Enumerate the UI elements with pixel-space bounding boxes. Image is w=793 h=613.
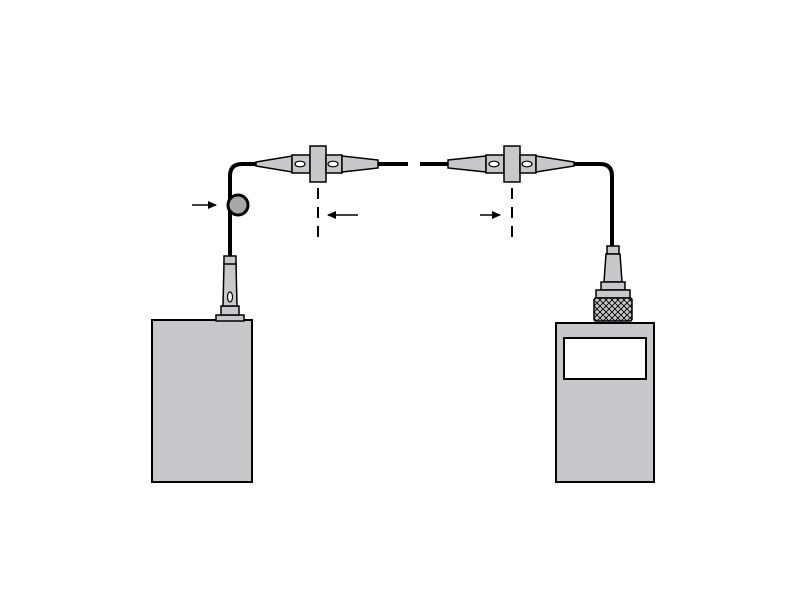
source-connector xyxy=(216,256,244,321)
source-unit-box xyxy=(152,320,252,482)
knurled-coupling xyxy=(594,298,632,321)
connector-pair-right xyxy=(448,146,574,182)
connector-pair-left xyxy=(256,146,378,182)
mandrel-wrap-circle xyxy=(228,195,248,215)
meter-connector xyxy=(594,246,632,321)
meter-display xyxy=(564,338,646,379)
fiber-meter-lead xyxy=(574,164,612,248)
